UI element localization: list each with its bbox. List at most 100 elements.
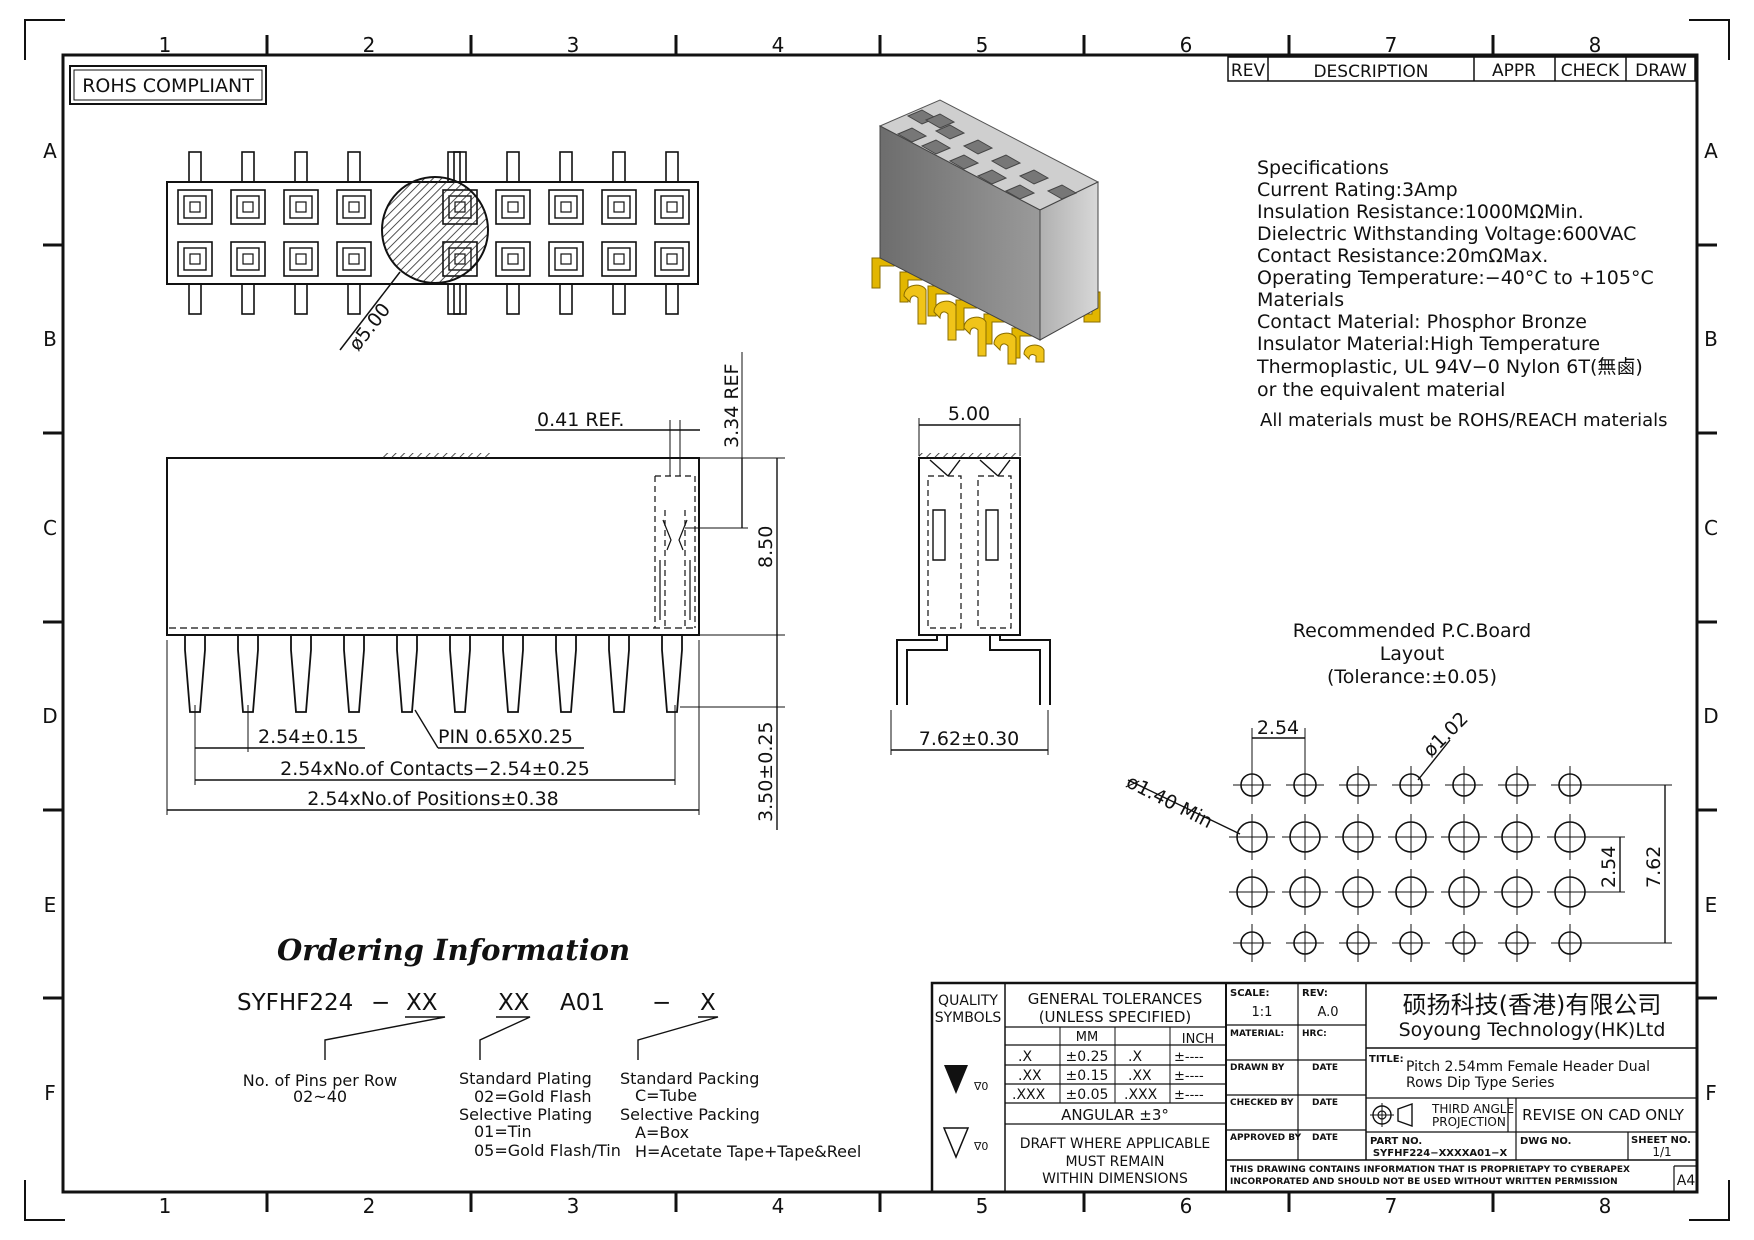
plating-line: Selective Plating (459, 1105, 592, 1124)
packing-line: A=Box (635, 1123, 689, 1142)
pin-stub (241, 151, 255, 183)
contact-cavity (654, 189, 690, 225)
contact-cavity-inner (660, 247, 684, 271)
check-header: CHECK (1561, 61, 1620, 81)
side-view-dimensions: 0.41 REF. 3.34 REF 8.50 3.50±0.25 2.54±0… (166, 352, 785, 830)
drawing-title: Pitch 2.54mm Female Header Dual (1406, 1059, 1650, 1075)
zone-number: 3 (567, 1194, 580, 1218)
spec-line: Dielectric Withstanding Voltage:600VAC (1257, 223, 1636, 245)
pin-tail (290, 635, 312, 713)
dim-label: ø1.40 Min (1123, 771, 1216, 833)
zone-letters-right: A B C D E F (1703, 139, 1718, 1105)
pcb-layout-title: Recommended P.C.Board Layout (Tolerance:… (1293, 620, 1531, 688)
code-part: SYFHF224 (237, 990, 353, 1016)
zone-number: 8 (1589, 33, 1602, 57)
pin-stub (294, 283, 308, 315)
contact-cavity-inner (183, 247, 207, 271)
pin-stub (506, 151, 520, 183)
rev-label: REV: (1302, 988, 1328, 999)
pin-stub (665, 151, 679, 183)
dim-label: 2.54±0.15 (258, 726, 359, 748)
product-3d-render (871, 99, 1101, 365)
contact-cavity-inner (289, 247, 313, 271)
pcb-hole-grid (1229, 766, 1593, 962)
contact-cavity-inner (342, 247, 366, 271)
draft-note: MUST REMAIN (1065, 1154, 1164, 1170)
ordering-information: Ordering Information SYFHF224 − XX XX A0… (237, 933, 861, 1161)
dim-label: PIN 0.65X0.25 (438, 726, 573, 748)
packing-line: Standard Packing (620, 1069, 759, 1088)
contact-cavity-inner (501, 247, 525, 271)
pin-tail (396, 635, 418, 713)
description-header: DESCRIPTION (1313, 62, 1428, 82)
contact-cavity-inner (607, 247, 631, 271)
pcb-title-line: Recommended P.C.Board (1293, 620, 1531, 642)
dim-label: 3.50±0.25 (755, 721, 777, 822)
zone-letter: E (44, 893, 57, 917)
spec-line: Thermoplastic, UL 94V−0 Nylon 6T(無鹵) (1256, 356, 1643, 378)
mm-header: MM (1076, 1030, 1098, 1045)
drawing-title: Rows Dip Type Series (1406, 1075, 1555, 1091)
contact-cavity (548, 189, 584, 225)
contact-cavity (654, 241, 690, 277)
tol-cell: ±---- (1174, 1088, 1204, 1103)
top-view-keepout-circle: ø5.00 (339, 176, 489, 355)
pin-stub (188, 151, 202, 183)
angular-tolerance: ANGULAR ±3° (1061, 1106, 1169, 1124)
contact-hole (666, 253, 678, 265)
dim-label: 2.54xNo.of Contacts−2.54±0.25 (280, 758, 590, 780)
contact-cavity-inner (660, 195, 684, 219)
zone-number: 3 (567, 33, 580, 57)
spec-line: Insulator Material:High Temperature (1257, 333, 1600, 355)
zone-letter: D (42, 704, 57, 728)
zone-letter: A (43, 139, 57, 163)
contact-hole (507, 253, 519, 265)
contact-hole (348, 201, 360, 213)
notice-line: THIS DRAWING CONTAINS INFORMATION THAT I… (1230, 1165, 1630, 1175)
date-label: DATE (1312, 1063, 1338, 1073)
rev-value: A.0 (1317, 1005, 1338, 1020)
tol-cell: ±0.15 (1066, 1068, 1109, 1084)
contact-cavity (336, 189, 372, 225)
pin-stub (665, 283, 679, 315)
pin-stub (347, 283, 361, 315)
symbol-mark: ∇0 (973, 1080, 988, 1093)
side-view (166, 453, 700, 713)
pin-stub (612, 283, 626, 315)
zone-letter: C (43, 516, 57, 540)
zone-number: 4 (772, 1194, 785, 1218)
rohs-badge: ROHS COMPLIANT (69, 65, 267, 105)
contact-cavity (283, 241, 319, 277)
tol-cell: .X (1128, 1049, 1142, 1065)
zone-number: 6 (1180, 33, 1193, 57)
specifications-block: Specifications Current Rating:3Amp Insul… (1256, 157, 1668, 431)
sheet-frame (24, 19, 1730, 1221)
title-block: QUALITY SYMBOLS ∇0 ∇0 GENERAL TOLERANCES… (930, 981, 1699, 1194)
third-angle-projection-icon (1370, 1103, 1413, 1127)
contact-cavity (548, 241, 584, 277)
pin-stub (559, 283, 573, 315)
zone-letter: E (1705, 893, 1718, 917)
packing-line: H=Acetate Tape+Tape&Reel (635, 1142, 861, 1161)
pcb-title-line: Layout (1380, 643, 1445, 665)
packing-line: Selective Packing (620, 1105, 760, 1124)
tol-cell: ±---- (1174, 1069, 1204, 1084)
code-part: X (700, 990, 716, 1016)
dim-label: 2.54 (1257, 717, 1299, 739)
contact-hole (560, 253, 572, 265)
packing-line: C=Tube (635, 1086, 697, 1105)
triangle-symbol-icon (944, 1065, 968, 1094)
contact-cavity-inner (183, 195, 207, 219)
spec-line: Specifications (1257, 157, 1389, 179)
zone-number: 1 (159, 33, 172, 57)
zone-number: 6 (1180, 1194, 1193, 1218)
pin-tail (555, 635, 577, 713)
tol-cell: .XXX (1012, 1087, 1046, 1103)
rev-header: REV (1231, 61, 1266, 81)
spec-line: All materials must be ROHS/REACH materia… (1260, 410, 1668, 431)
part-no-label: PART NO. (1370, 1136, 1422, 1147)
contact-cavity (177, 189, 213, 225)
zone-number: 4 (772, 33, 785, 57)
contact-cavity (495, 241, 531, 277)
